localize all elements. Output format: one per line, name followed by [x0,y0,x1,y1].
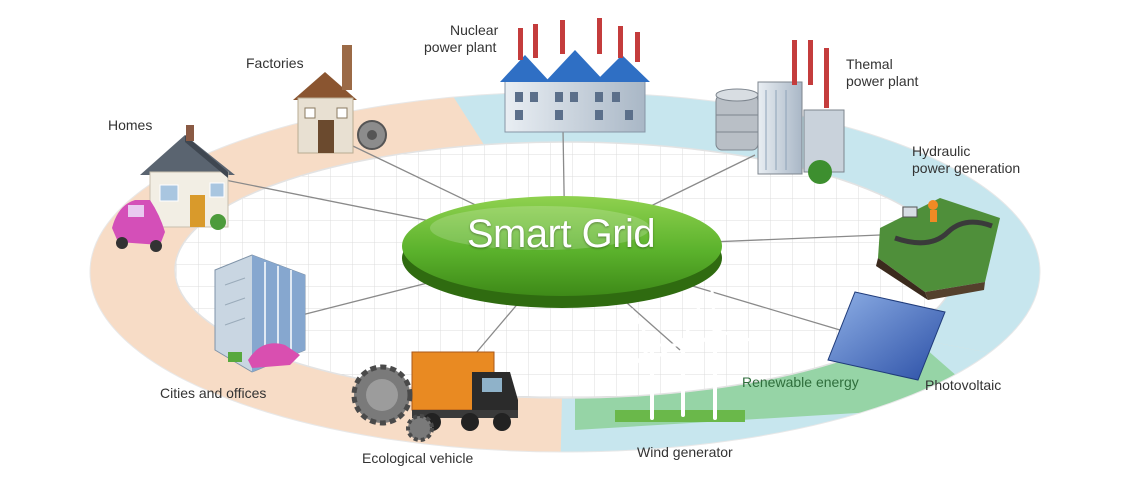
smart-grid-label: Smart Grid [466,212,656,256]
solar-panel-icon [827,291,946,381]
thermal-plant-icon [715,40,845,184]
nuclear-plant-label: Nuclear power plant [424,22,499,55]
hydraulic-power-icon [876,198,1000,300]
ecological-vehicle-label: Ecological vehicle [362,450,474,466]
factories-label: Factories [246,55,304,71]
gear-icon [351,364,434,442]
office-building-icon [214,254,306,373]
truck-icon [411,351,518,431]
renewable-energy-label: Renewable energy [742,374,859,390]
wind-generator-label: Wind generator [637,444,733,460]
thermal-plant-label: Themal power plant [846,56,919,89]
homes-label: Homes [108,117,153,133]
house-icon [140,125,235,233]
hydraulic-power-label: Hydraulic power generation [912,143,1021,176]
smart-grid-hub [402,196,722,308]
nuclear-plant-icon [500,18,650,133]
wind-turbine-icon [615,288,752,422]
car-icon [112,200,165,252]
factory-icon [293,45,387,154]
photovoltaic-label: Photovoltaic [925,377,1002,393]
cities-offices-label: Cities and offices [160,385,267,401]
